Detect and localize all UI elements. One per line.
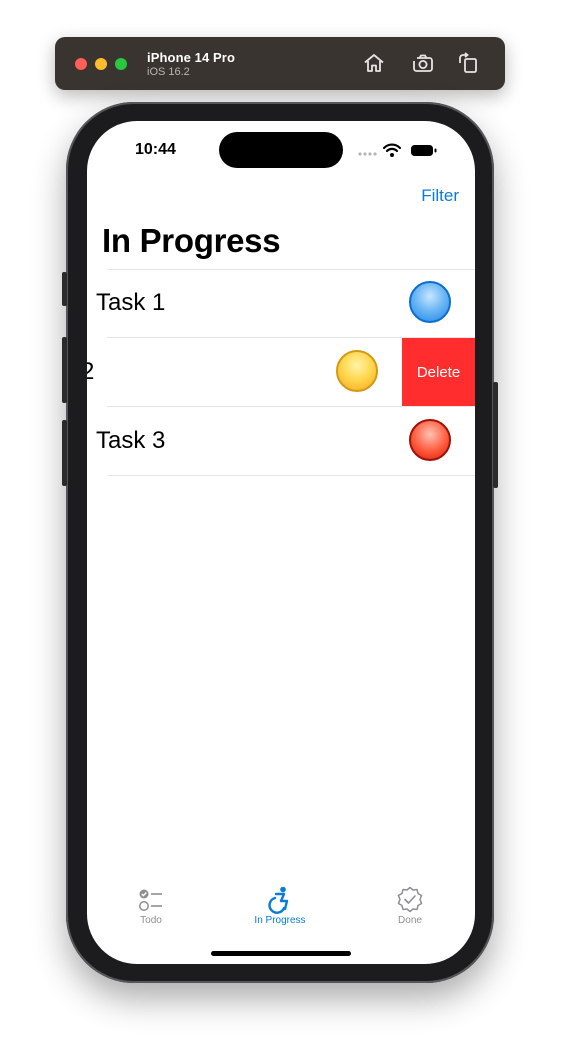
wifi-icon <box>382 143 402 153</box>
home-button[interactable] <box>362 51 386 75</box>
home-indicator <box>211 951 351 956</box>
rotate-icon <box>459 52 477 73</box>
device-name: iPhone 14 Pro <box>147 50 235 65</box>
tab-label: In Progress <box>254 915 306 926</box>
accessibility-icon <box>268 886 289 914</box>
silent-switch <box>62 272 67 306</box>
checklist-icon <box>139 889 162 911</box>
minimize-window-button[interactable] <box>95 58 107 70</box>
dynamic-island <box>219 132 343 168</box>
tab-label: Todo <box>140 915 162 926</box>
tab-label: Done <box>398 915 422 926</box>
task-label: Task 3 <box>96 427 166 454</box>
home-icon <box>364 54 384 72</box>
tab-done[interactable]: Done <box>360 883 460 943</box>
simulator-title-bar: iPhone 14 Pro iOS 16.2 <box>55 37 505 90</box>
rotate-button[interactable] <box>456 51 480 75</box>
screenshot-icon <box>412 54 433 72</box>
page-title: In Progress <box>102 222 281 259</box>
tab-in-progress[interactable]: In Progress <box>230 883 330 943</box>
delete-button[interactable]: Delete <box>402 338 475 407</box>
task-label: Task 1 <box>96 289 166 316</box>
status-circle-yellow <box>336 350 378 392</box>
status-circle-red <box>409 419 451 461</box>
screenshot-button[interactable] <box>411 51 435 75</box>
volume-down-button <box>62 420 67 486</box>
task-row-3[interactable]: Task 3 <box>87 407 475 476</box>
status-time: 10:44 <box>135 141 176 158</box>
volume-up-button <box>62 337 67 403</box>
power-button <box>493 382 498 488</box>
signal-dots-icon <box>358 152 377 156</box>
wifi-dot <box>390 153 394 157</box>
row-separator <box>107 406 475 407</box>
os-version: iOS 16.2 <box>147 66 190 78</box>
close-window-button[interactable] <box>75 58 87 70</box>
phone-screen: 10:44 Filter In Progress Task 1 2 Delete… <box>87 121 475 964</box>
tab-bar: Todo In Progress Done <box>87 883 475 943</box>
battery-icon <box>411 145 437 156</box>
row-separator <box>107 337 475 338</box>
status-icons <box>358 143 437 157</box>
task-label: 2 <box>87 358 95 385</box>
filter-button[interactable]: Filter <box>421 186 459 205</box>
row-separator <box>107 269 475 270</box>
row-separator <box>107 475 475 476</box>
checkmark-seal-icon <box>397 886 423 913</box>
task-row-1[interactable]: Task 1 <box>87 269 475 338</box>
zoom-window-button[interactable] <box>115 58 127 70</box>
status-circle-blue <box>409 281 451 323</box>
task-row-2-swiped[interactable]: 2 Delete <box>87 338 475 407</box>
tab-todo[interactable]: Todo <box>101 883 201 943</box>
